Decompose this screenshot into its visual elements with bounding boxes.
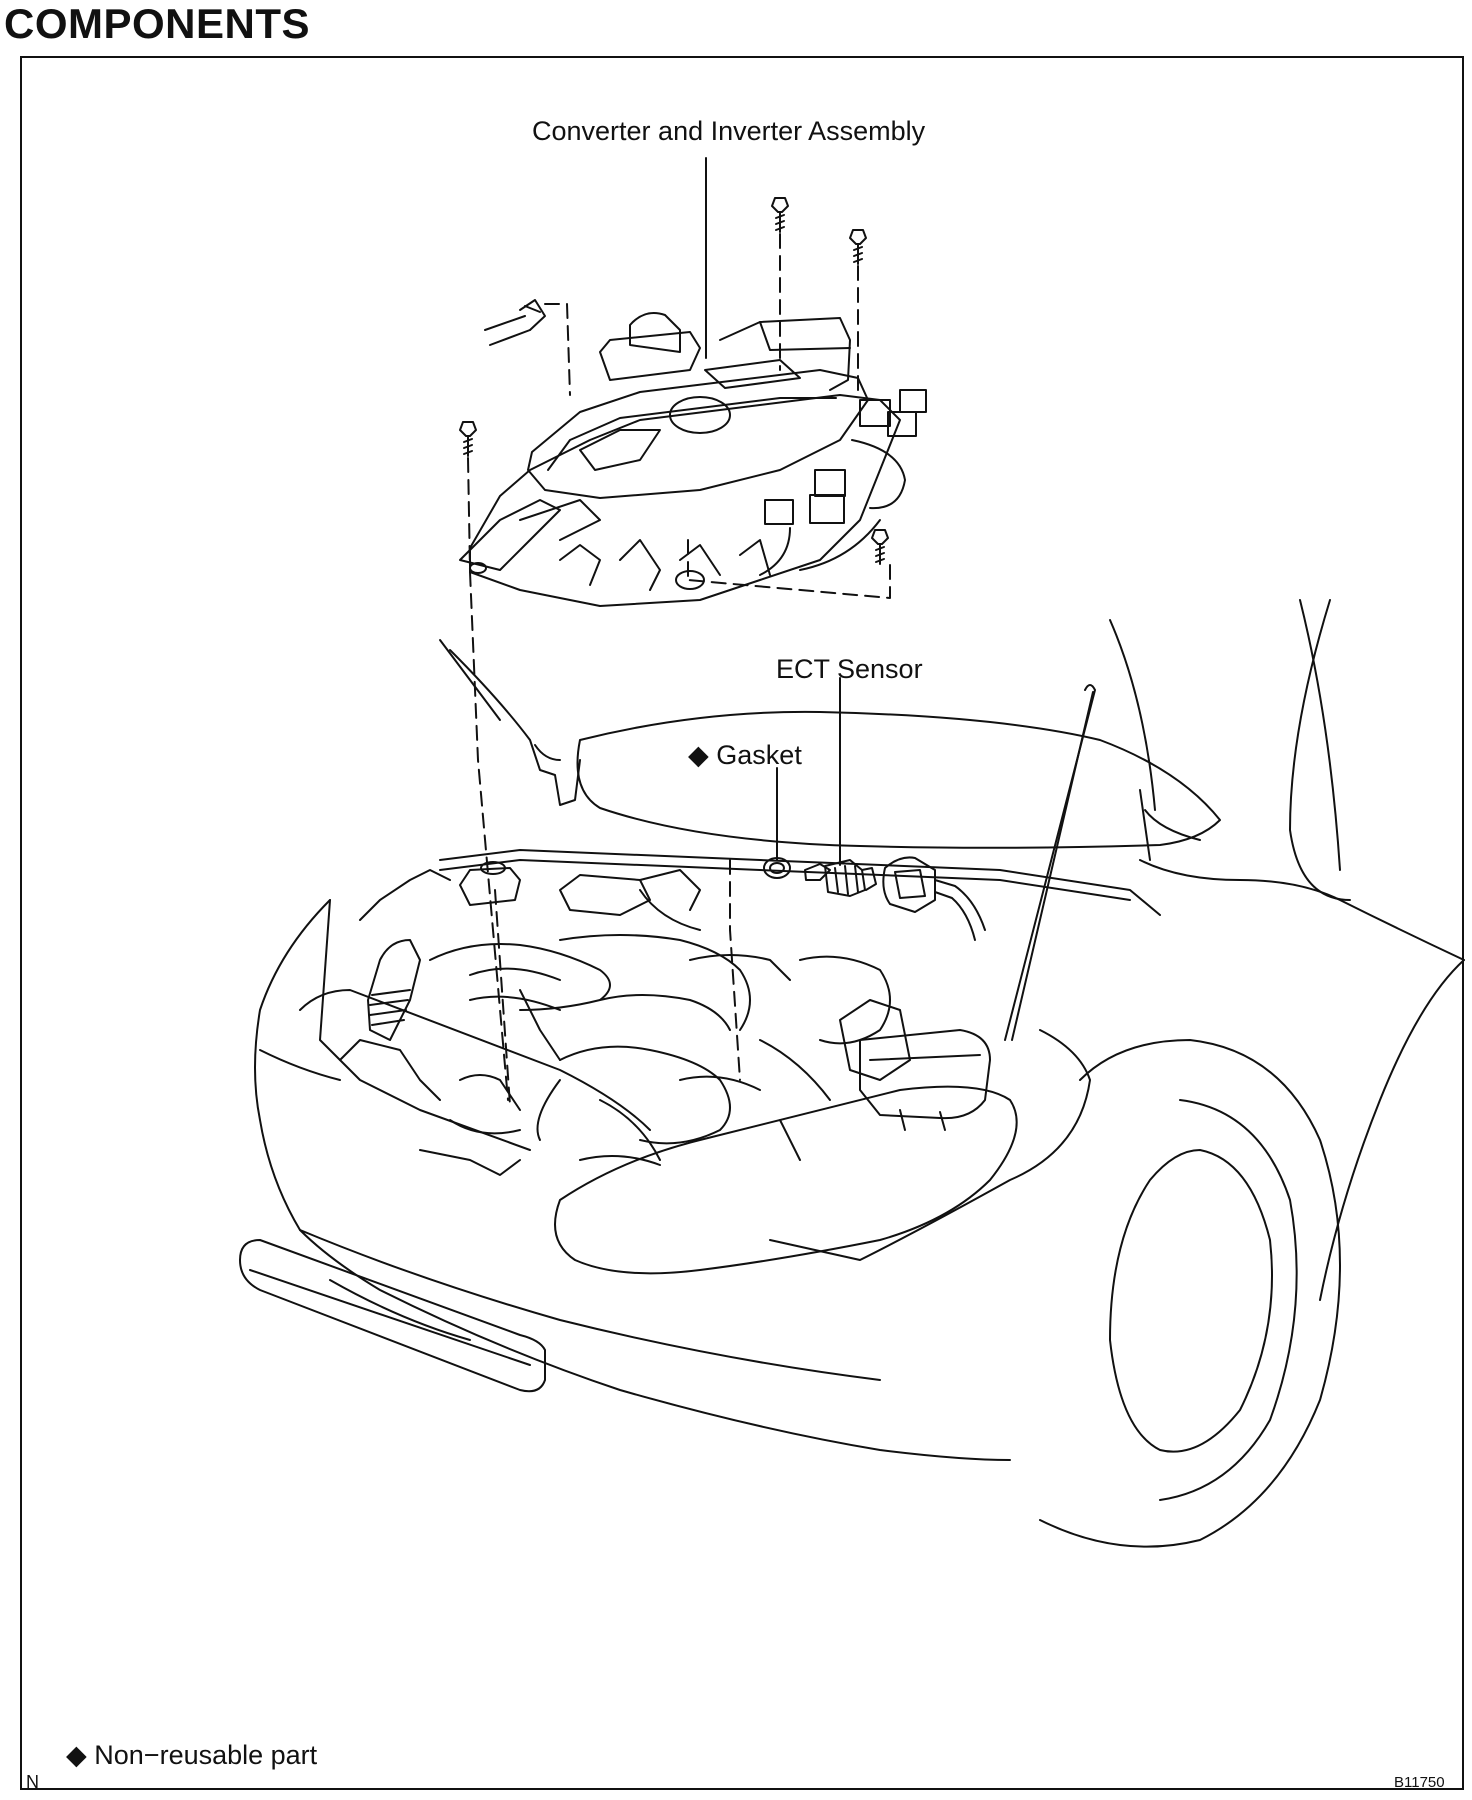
wheel-arch [1039,1039,1341,1548]
car-body [239,599,1465,1548]
engine-bay [367,861,991,1166]
ect-sensor-label: ECT Sensor [776,654,923,684]
hood-prop-rod [1004,684,1096,1041]
cover-round-boss [669,396,731,434]
legend-diamond-icon: ◆ [66,1740,87,1770]
page-title: COMPONENTS [4,0,311,47]
sensor-icon [804,859,877,897]
converter-base [469,394,901,607]
legend-text: Non−reusable part [94,1740,318,1770]
left-bracket [459,499,561,571]
connector-c [899,389,927,413]
tire [1159,1099,1298,1501]
bolt-icon [871,529,889,565]
installation-lines [467,233,891,1106]
connector-b [887,411,917,437]
diagram-frame [20,56,1464,1790]
converter-inverter-assembly [459,157,927,607]
bolt-icon [459,421,477,457]
footer-left-mark: N [26,1772,39,1792]
gasket-ring-icon [763,857,791,879]
figure-code: B11750 [1394,1774,1445,1791]
connector-icon [882,856,986,941]
connector-d [814,469,846,497]
non-reusable-diamond-icon: ◆ [688,740,709,770]
rear-box [719,317,851,391]
cover-label-plate [704,359,801,389]
front-bumper [254,899,1011,1461]
reservoir-cap [629,312,681,353]
coolant-reservoir [459,867,521,906]
hood-panel [576,710,1221,849]
headlight [554,1085,1018,1275]
gasket-label-text: Gasket [716,740,802,770]
lower-grille [239,1239,546,1393]
hose-icon [484,299,546,346]
bolt-icon [849,229,867,265]
gasket-label: ◆ Gasket [688,740,802,770]
legend: ◆ Non−reusable part [66,1740,317,1770]
bolt-icon [771,197,789,233]
battery-cover [859,1029,991,1120]
converter-inverter-assembly-label: Converter and Inverter Assembly [532,116,926,146]
air-intake-hose [367,939,421,1041]
wheel-rim [1109,1149,1273,1453]
converter-cover [527,369,869,499]
